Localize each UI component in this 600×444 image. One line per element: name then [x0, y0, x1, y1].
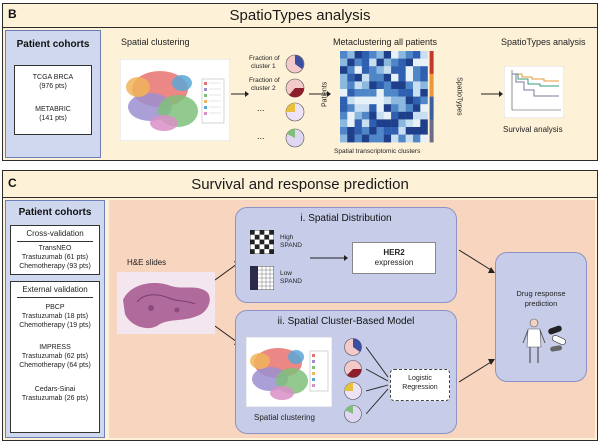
- fraction-pies-b: [285, 54, 305, 148]
- extval-heading: External validation: [22, 285, 88, 294]
- spatial-clustering-c-label: Spatial clustering: [254, 413, 315, 422]
- fraction-ellipsis-1: ...: [257, 103, 265, 113]
- spatial-distribution-title: i. Spatial Distribution: [300, 213, 392, 224]
- panel-c-workflow-area: H&E slides i. Spatial Distribution High …: [109, 200, 595, 438]
- fraction1-line2: cluster 1: [251, 63, 276, 70]
- logistic-line2: Regression: [402, 384, 438, 391]
- survival-curve-plot: [504, 66, 564, 118]
- low-spand-label: SPAND: [280, 278, 302, 285]
- panel-c: C Survival and response prediction Patie…: [2, 170, 598, 441]
- pbcp-trastuzumab: Trastuzumab (18 pts): [21, 313, 89, 320]
- arrow-fractions-to-heatmap: [309, 91, 331, 97]
- high-label: High: [280, 234, 294, 241]
- metaclustering-label: Metaclustering all patients: [333, 37, 438, 47]
- fraction1-line1: Fraction of: [249, 55, 280, 62]
- her2-expression-box: HER2 expression: [352, 242, 436, 274]
- her2-line1: HER2: [383, 248, 405, 257]
- panel-c-title: Survival and response prediction: [191, 176, 409, 193]
- fraction-pies-c: [344, 338, 362, 423]
- cohort-metabric-count: (141 pts): [39, 115, 67, 122]
- panel-c-title-rule: [3, 197, 597, 198]
- logistic-regression-box: Logistic Regression: [390, 369, 450, 401]
- cedars-name: Cedars-Sinai: [34, 386, 76, 393]
- transneo-name: TransNEO: [38, 245, 72, 252]
- metacluster-heatmap: [340, 51, 434, 143]
- fraction2-line2: cluster 2: [251, 85, 276, 92]
- patients-axis-label: Patients: [321, 81, 329, 108]
- fraction-ellipsis-2: ...: [257, 131, 265, 141]
- patient-figure-icon: [522, 318, 566, 363]
- high-spand-checker-icon: [250, 230, 274, 254]
- cluster-model-box: ii. Spatial Cluster-Based Model Spatial …: [235, 310, 457, 434]
- arrow-model-to-drug: [459, 359, 495, 383]
- arrow-heatmap-to-survival: [481, 91, 503, 97]
- panel-b-cohort-list: TCGA BRCA (976 pts) METABRIC (141 pts): [14, 65, 92, 135]
- arrow-clustering-to-fractions: [231, 91, 249, 97]
- spatial-distribution-box: i. Spatial Distribution High SPAND Low S…: [235, 207, 457, 303]
- pbcp-name: PBCP: [45, 304, 65, 311]
- crossval-box: Cross-validation TransNEO Trastuzumab (6…: [10, 225, 100, 275]
- panel-b-cohort-column: Patient cohorts TCGA BRCA (976 pts) META…: [5, 30, 101, 158]
- crossval-rule: [17, 241, 93, 242]
- fraction2-line1: Fraction of: [249, 77, 280, 84]
- arrows-pies-to-regression: [366, 346, 389, 415]
- spatial-cluster-map-b: [120, 59, 230, 141]
- spatiotypes-axis-label: SpatioTypes: [455, 77, 463, 116]
- panel-b-cohorts-heading: Patient cohorts: [16, 39, 90, 50]
- clusters-axis-label: Spatial transcriptomic clusters: [334, 148, 421, 155]
- cluster-model-title: ii. Spatial Cluster-Based Model: [277, 316, 415, 327]
- spatial-cluster-map-c: [246, 337, 332, 407]
- panel-c-cohort-column: Patient cohorts Cross-validation TransNE…: [5, 200, 105, 438]
- impress-name: IMPRESS: [39, 344, 71, 351]
- transneo-trastuzumab: Trastuzumab (61 pts): [21, 254, 89, 261]
- low-spand-grid-icon: [250, 266, 274, 290]
- he-slides-label: H&E slides: [127, 258, 167, 267]
- cohort-metabric-name: METABRIC: [35, 106, 71, 113]
- drug-response-box: Drug response prediction: [495, 252, 587, 382]
- spatiotypes-analysis-label: SpatioTypes analysis: [501, 37, 586, 47]
- transneo-chemo: Chemotherapy (93 pts): [19, 263, 91, 270]
- panel-b-letter: B: [8, 7, 17, 21]
- logistic-line1: Logistic: [408, 375, 432, 382]
- impress-trastuzumab: Trastuzumab (62 pts): [21, 353, 89, 360]
- low-label: Low: [280, 270, 292, 277]
- her2-line2: expression: [374, 258, 414, 267]
- cedars-trastuzumab: Trastuzumab (26 pts): [21, 395, 89, 402]
- crossval-heading: Cross-validation: [26, 229, 84, 238]
- he-slide-image: [117, 272, 215, 334]
- pbcp-chemo: Chemotherapy (19 pts): [19, 322, 91, 329]
- survival-analysis-label: Survival analysis: [503, 125, 563, 134]
- arrow-spand-to-her2: [310, 255, 348, 261]
- panel-b-title: SpatioTypes analysis: [229, 7, 371, 24]
- high-spand-label: SPAND: [280, 242, 302, 249]
- impress-chemo: Chemotherapy (64 pts): [19, 362, 91, 369]
- panel-c-cohorts-heading: Patient cohorts: [18, 207, 92, 218]
- panel-b: B SpatioTypes analysis Patient cohorts T…: [2, 3, 598, 161]
- drug-line1: Drug response: [516, 289, 566, 298]
- panel-c-letter: C: [8, 176, 17, 190]
- extval-box: External validation PBCP Trastuzumab (18…: [10, 281, 100, 433]
- panel-b-title-rule: [3, 27, 597, 28]
- drug-line2: prediction: [524, 299, 558, 308]
- extval-rule: [17, 297, 93, 298]
- cohort-tcga-name: TCGA BRCA: [32, 74, 74, 81]
- arrow-distribution-to-drug: [459, 249, 495, 273]
- cohort-tcga-count: (976 pts): [39, 83, 67, 90]
- panel-b-spatial-clustering-label: Spatial clustering: [121, 37, 190, 47]
